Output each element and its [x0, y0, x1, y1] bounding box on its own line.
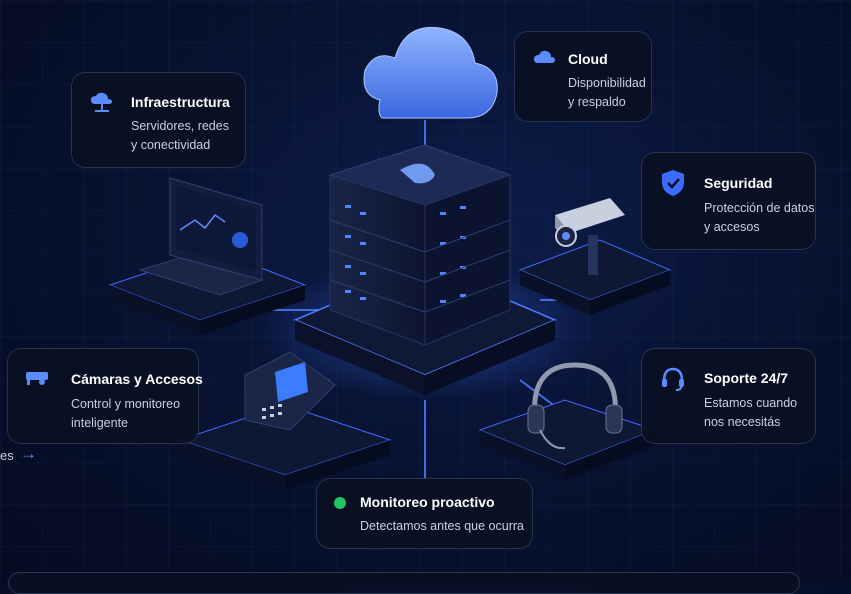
- bottom-panel: [8, 572, 800, 594]
- network-illustration: [108, 26, 672, 490]
- security-camera-icon: [26, 372, 48, 385]
- monitoreo-desc: Detectamos antes que ocurra: [360, 519, 524, 533]
- seguridad-title: Seguridad: [704, 175, 773, 191]
- shield-check-icon: [662, 170, 684, 196]
- camaras-desc-line1: Control y monitoreo: [71, 397, 181, 411]
- infraestructura-desc-line2: y conectividad: [131, 138, 211, 152]
- more-link-text[interactable]: es: [0, 448, 14, 463]
- status-dot-icon: [334, 497, 346, 509]
- headset-icon: [662, 367, 684, 391]
- cloud-desc-line2: y respaldo: [568, 95, 626, 109]
- cloud-icon: [534, 50, 555, 63]
- seguridad-desc-line2: y accesos: [704, 220, 760, 234]
- soporte-desc-line2: nos necesitás: [704, 415, 781, 429]
- monitoreo-card[interactable]: Monitoreo proactivo Detectamos antes que…: [316, 478, 533, 549]
- soporte-desc-line1: Estamos cuando: [704, 396, 798, 410]
- camaras-desc-line2: inteligente: [71, 416, 128, 430]
- cloud-card[interactable]: Cloud Disponibilidad y respaldo: [514, 31, 652, 122]
- phone-device: [178, 351, 392, 490]
- camera-device: [518, 198, 672, 315]
- seguridad-desc-line1: Protección de datos: [704, 201, 815, 215]
- camaras-title: Cámaras y Accesos: [71, 371, 203, 387]
- soporte-card[interactable]: Soporte 24/7 Estamos cuando nos necesitá…: [641, 348, 816, 444]
- laptop-device: [108, 177, 307, 335]
- infraestructura-card[interactable]: Infraestructura Servidores, redes y cone…: [71, 72, 246, 168]
- infraestructura-title: Infraestructura: [131, 94, 230, 110]
- server-tower: [328, 144, 512, 346]
- monitoreo-title: Monitoreo proactivo: [360, 494, 495, 510]
- infraestructura-desc-line1: Servidores, redes: [131, 119, 229, 133]
- headset-device: [478, 362, 657, 480]
- cloud-desc-line1: Disponibilidad: [568, 76, 646, 90]
- camaras-card[interactable]: Cámaras y Accesos Control y monitoreo in…: [7, 348, 203, 444]
- cloud-shape: [363, 26, 498, 119]
- network-cloud-icon: [91, 92, 112, 112]
- arrow-right-icon[interactable]: →: [20, 444, 37, 463]
- seguridad-card[interactable]: Seguridad Protección de datos y accesos: [641, 152, 816, 250]
- soporte-title: Soporte 24/7: [704, 370, 789, 386]
- cloud-title: Cloud: [568, 51, 608, 67]
